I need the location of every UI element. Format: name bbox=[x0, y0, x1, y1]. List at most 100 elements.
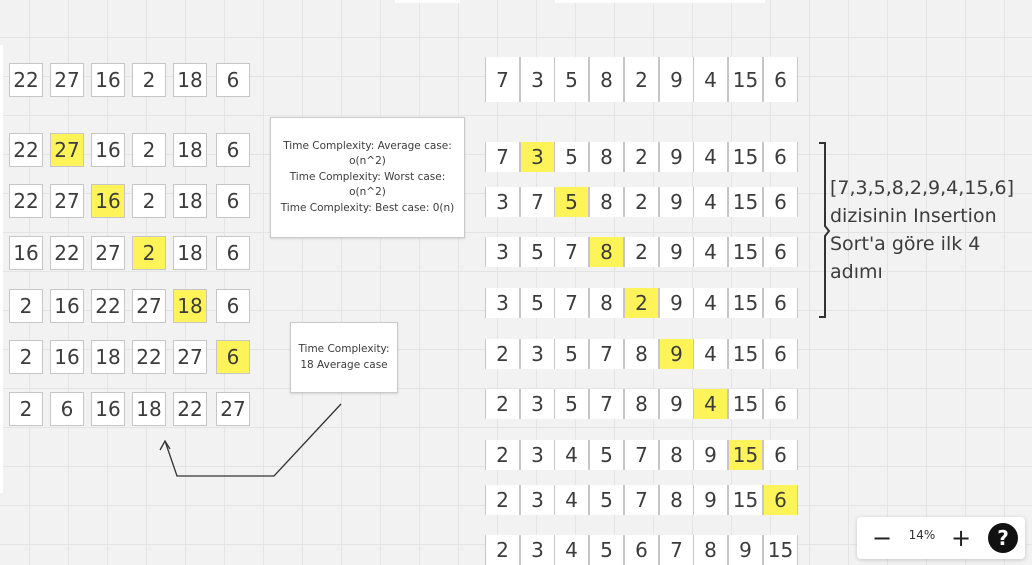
right-array-cell[interactable]: 7 bbox=[554, 237, 589, 267]
zoom-in-button[interactable]: + bbox=[946, 523, 976, 553]
right-array-cell[interactable]: 4 bbox=[693, 187, 728, 217]
right-array-cell[interactable]: 4 bbox=[693, 57, 728, 102]
right-array-cell[interactable]: 2 bbox=[485, 485, 520, 515]
left-array-cell[interactable]: 22 bbox=[91, 289, 125, 323]
left-array-cell[interactable]: 18 bbox=[173, 63, 207, 97]
left-array-cell[interactable]: 16 bbox=[50, 340, 84, 374]
right-array-cell[interactable]: 15 bbox=[728, 237, 763, 267]
left-array-cell[interactable]: 27 bbox=[91, 236, 125, 270]
right-array-cell[interactable]: 5 bbox=[520, 288, 555, 318]
right-array-cell[interactable]: 9 bbox=[659, 288, 694, 318]
right-array-cell[interactable]: 15 bbox=[728, 187, 763, 217]
left-array-cell[interactable]: 2 bbox=[132, 133, 166, 167]
right-array-cell[interactable]: 3 bbox=[520, 339, 555, 369]
right-array-cell[interactable]: 8 bbox=[589, 57, 624, 102]
right-array-cell[interactable]: 15 bbox=[728, 389, 763, 419]
left-array-cell[interactable]: 22 bbox=[9, 184, 43, 218]
left-array-cell[interactable]: 27 bbox=[216, 392, 250, 426]
right-array-cell[interactable]: 9 bbox=[659, 389, 694, 419]
left-array-cell[interactable]: 2 bbox=[9, 340, 43, 374]
left-array-cell[interactable]: 18 bbox=[91, 340, 125, 374]
right-array-cell[interactable]: 15 bbox=[763, 535, 798, 565]
right-array-cell[interactable]: 9 bbox=[659, 187, 694, 217]
left-array-cell[interactable]: 22 bbox=[9, 133, 43, 167]
right-array-cell[interactable]: 15 bbox=[728, 142, 763, 172]
right-array-cell[interactable]: 4 bbox=[693, 142, 728, 172]
right-array-cell[interactable]: 6 bbox=[763, 187, 798, 217]
right-array-cell[interactable]: 4 bbox=[554, 535, 589, 565]
left-array-cell[interactable]: 16 bbox=[91, 63, 125, 97]
right-array-cell[interactable]: 8 bbox=[589, 142, 624, 172]
right-array-cell[interactable]: 5 bbox=[589, 440, 624, 470]
right-array-cell[interactable]: 6 bbox=[763, 339, 798, 369]
right-array-cell[interactable]: 8 bbox=[589, 288, 624, 318]
complexity-note-small[interactable]: Time Complexity: 18 Average case bbox=[290, 322, 398, 393]
right-array-cell[interactable]: 5 bbox=[554, 142, 589, 172]
right-array-cell-highlighted[interactable]: 3 bbox=[520, 142, 555, 172]
right-array-cell[interactable]: 2 bbox=[485, 339, 520, 369]
left-array-cell-highlighted[interactable]: 6 bbox=[216, 340, 250, 374]
left-array-cell[interactable]: 27 bbox=[50, 184, 84, 218]
right-array-cell[interactable]: 9 bbox=[693, 485, 728, 515]
insertion-sort-caption[interactable]: [7,3,5,8,2,9,4,15,6] dizisinin Insertion… bbox=[830, 177, 1015, 283]
right-array-cell[interactable]: 8 bbox=[589, 187, 624, 217]
left-array-cell[interactable]: 2 bbox=[9, 289, 43, 323]
right-array-cell[interactable]: 8 bbox=[659, 485, 694, 515]
left-array-cell[interactable]: 2 bbox=[132, 63, 166, 97]
left-array-cell[interactable]: 18 bbox=[173, 236, 207, 270]
right-array-cell[interactable]: 8 bbox=[624, 389, 659, 419]
right-array-cell-highlighted[interactable]: 15 bbox=[728, 440, 763, 470]
right-array-cell[interactable]: 7 bbox=[589, 339, 624, 369]
right-array-cell[interactable]: 3 bbox=[485, 288, 520, 318]
left-array-cell[interactable]: 2 bbox=[132, 184, 166, 218]
left-array-cell-highlighted[interactable]: 18 bbox=[173, 289, 207, 323]
right-array-cell[interactable]: 2 bbox=[624, 142, 659, 172]
left-array-cell[interactable]: 6 bbox=[216, 236, 250, 270]
left-array-cell[interactable]: 6 bbox=[216, 289, 250, 323]
right-array-cell[interactable]: 7 bbox=[659, 535, 694, 565]
right-array-cell[interactable]: 8 bbox=[624, 339, 659, 369]
right-array-cell-highlighted[interactable]: 2 bbox=[624, 288, 659, 318]
left-array-cell[interactable]: 18 bbox=[173, 184, 207, 218]
right-array-cell[interactable]: 7 bbox=[485, 57, 520, 102]
right-array-cell[interactable]: 5 bbox=[554, 389, 589, 419]
right-array-cell[interactable]: 3 bbox=[520, 57, 555, 102]
right-array-cell[interactable]: 7 bbox=[485, 142, 520, 172]
right-array-cell[interactable]: 7 bbox=[520, 187, 555, 217]
left-array-cell[interactable]: 2 bbox=[9, 392, 43, 426]
right-array-cell[interactable]: 4 bbox=[693, 339, 728, 369]
right-array-cell[interactable]: 2 bbox=[624, 57, 659, 102]
left-array-cell[interactable]: 22 bbox=[50, 236, 84, 270]
right-array-cell[interactable]: 5 bbox=[520, 237, 555, 267]
right-array-cell[interactable]: 8 bbox=[693, 535, 728, 565]
left-array-cell-highlighted[interactable]: 16 bbox=[91, 184, 125, 218]
right-array-cell[interactable]: 5 bbox=[589, 485, 624, 515]
right-array-cell[interactable]: 15 bbox=[728, 485, 763, 515]
right-array-cell[interactable]: 4 bbox=[693, 237, 728, 267]
left-array-cell[interactable]: 16 bbox=[91, 392, 125, 426]
left-array-cell[interactable]: 16 bbox=[50, 289, 84, 323]
right-array-cell[interactable]: 15 bbox=[728, 288, 763, 318]
right-array-cell[interactable]: 6 bbox=[624, 535, 659, 565]
right-array-cell-highlighted[interactable]: 9 bbox=[659, 339, 694, 369]
right-array-cell[interactable]: 9 bbox=[659, 142, 694, 172]
right-array-cell[interactable]: 4 bbox=[554, 440, 589, 470]
left-array-cell[interactable]: 6 bbox=[216, 184, 250, 218]
right-array-cell[interactable]: 15 bbox=[728, 57, 763, 102]
right-array-cell[interactable]: 3 bbox=[520, 535, 555, 565]
right-array-cell[interactable]: 5 bbox=[554, 339, 589, 369]
left-array-cell[interactable]: 18 bbox=[173, 133, 207, 167]
right-array-cell[interactable]: 9 bbox=[659, 237, 694, 267]
right-array-cell[interactable]: 2 bbox=[624, 187, 659, 217]
right-array-cell[interactable]: 6 bbox=[763, 142, 798, 172]
right-array-cell-highlighted[interactable]: 4 bbox=[693, 389, 728, 419]
right-array-cell[interactable]: 3 bbox=[520, 485, 555, 515]
right-array-cell[interactable]: 2 bbox=[624, 237, 659, 267]
right-array-cell[interactable]: 9 bbox=[693, 440, 728, 470]
complexity-note-main[interactable]: Time Complexity: Average case: o(n^2) Ti… bbox=[270, 117, 465, 238]
right-array-cell[interactable]: 4 bbox=[693, 288, 728, 318]
right-array-cell[interactable]: 3 bbox=[520, 389, 555, 419]
right-array-cell[interactable]: 7 bbox=[624, 440, 659, 470]
right-array-cell[interactable]: 4 bbox=[554, 485, 589, 515]
